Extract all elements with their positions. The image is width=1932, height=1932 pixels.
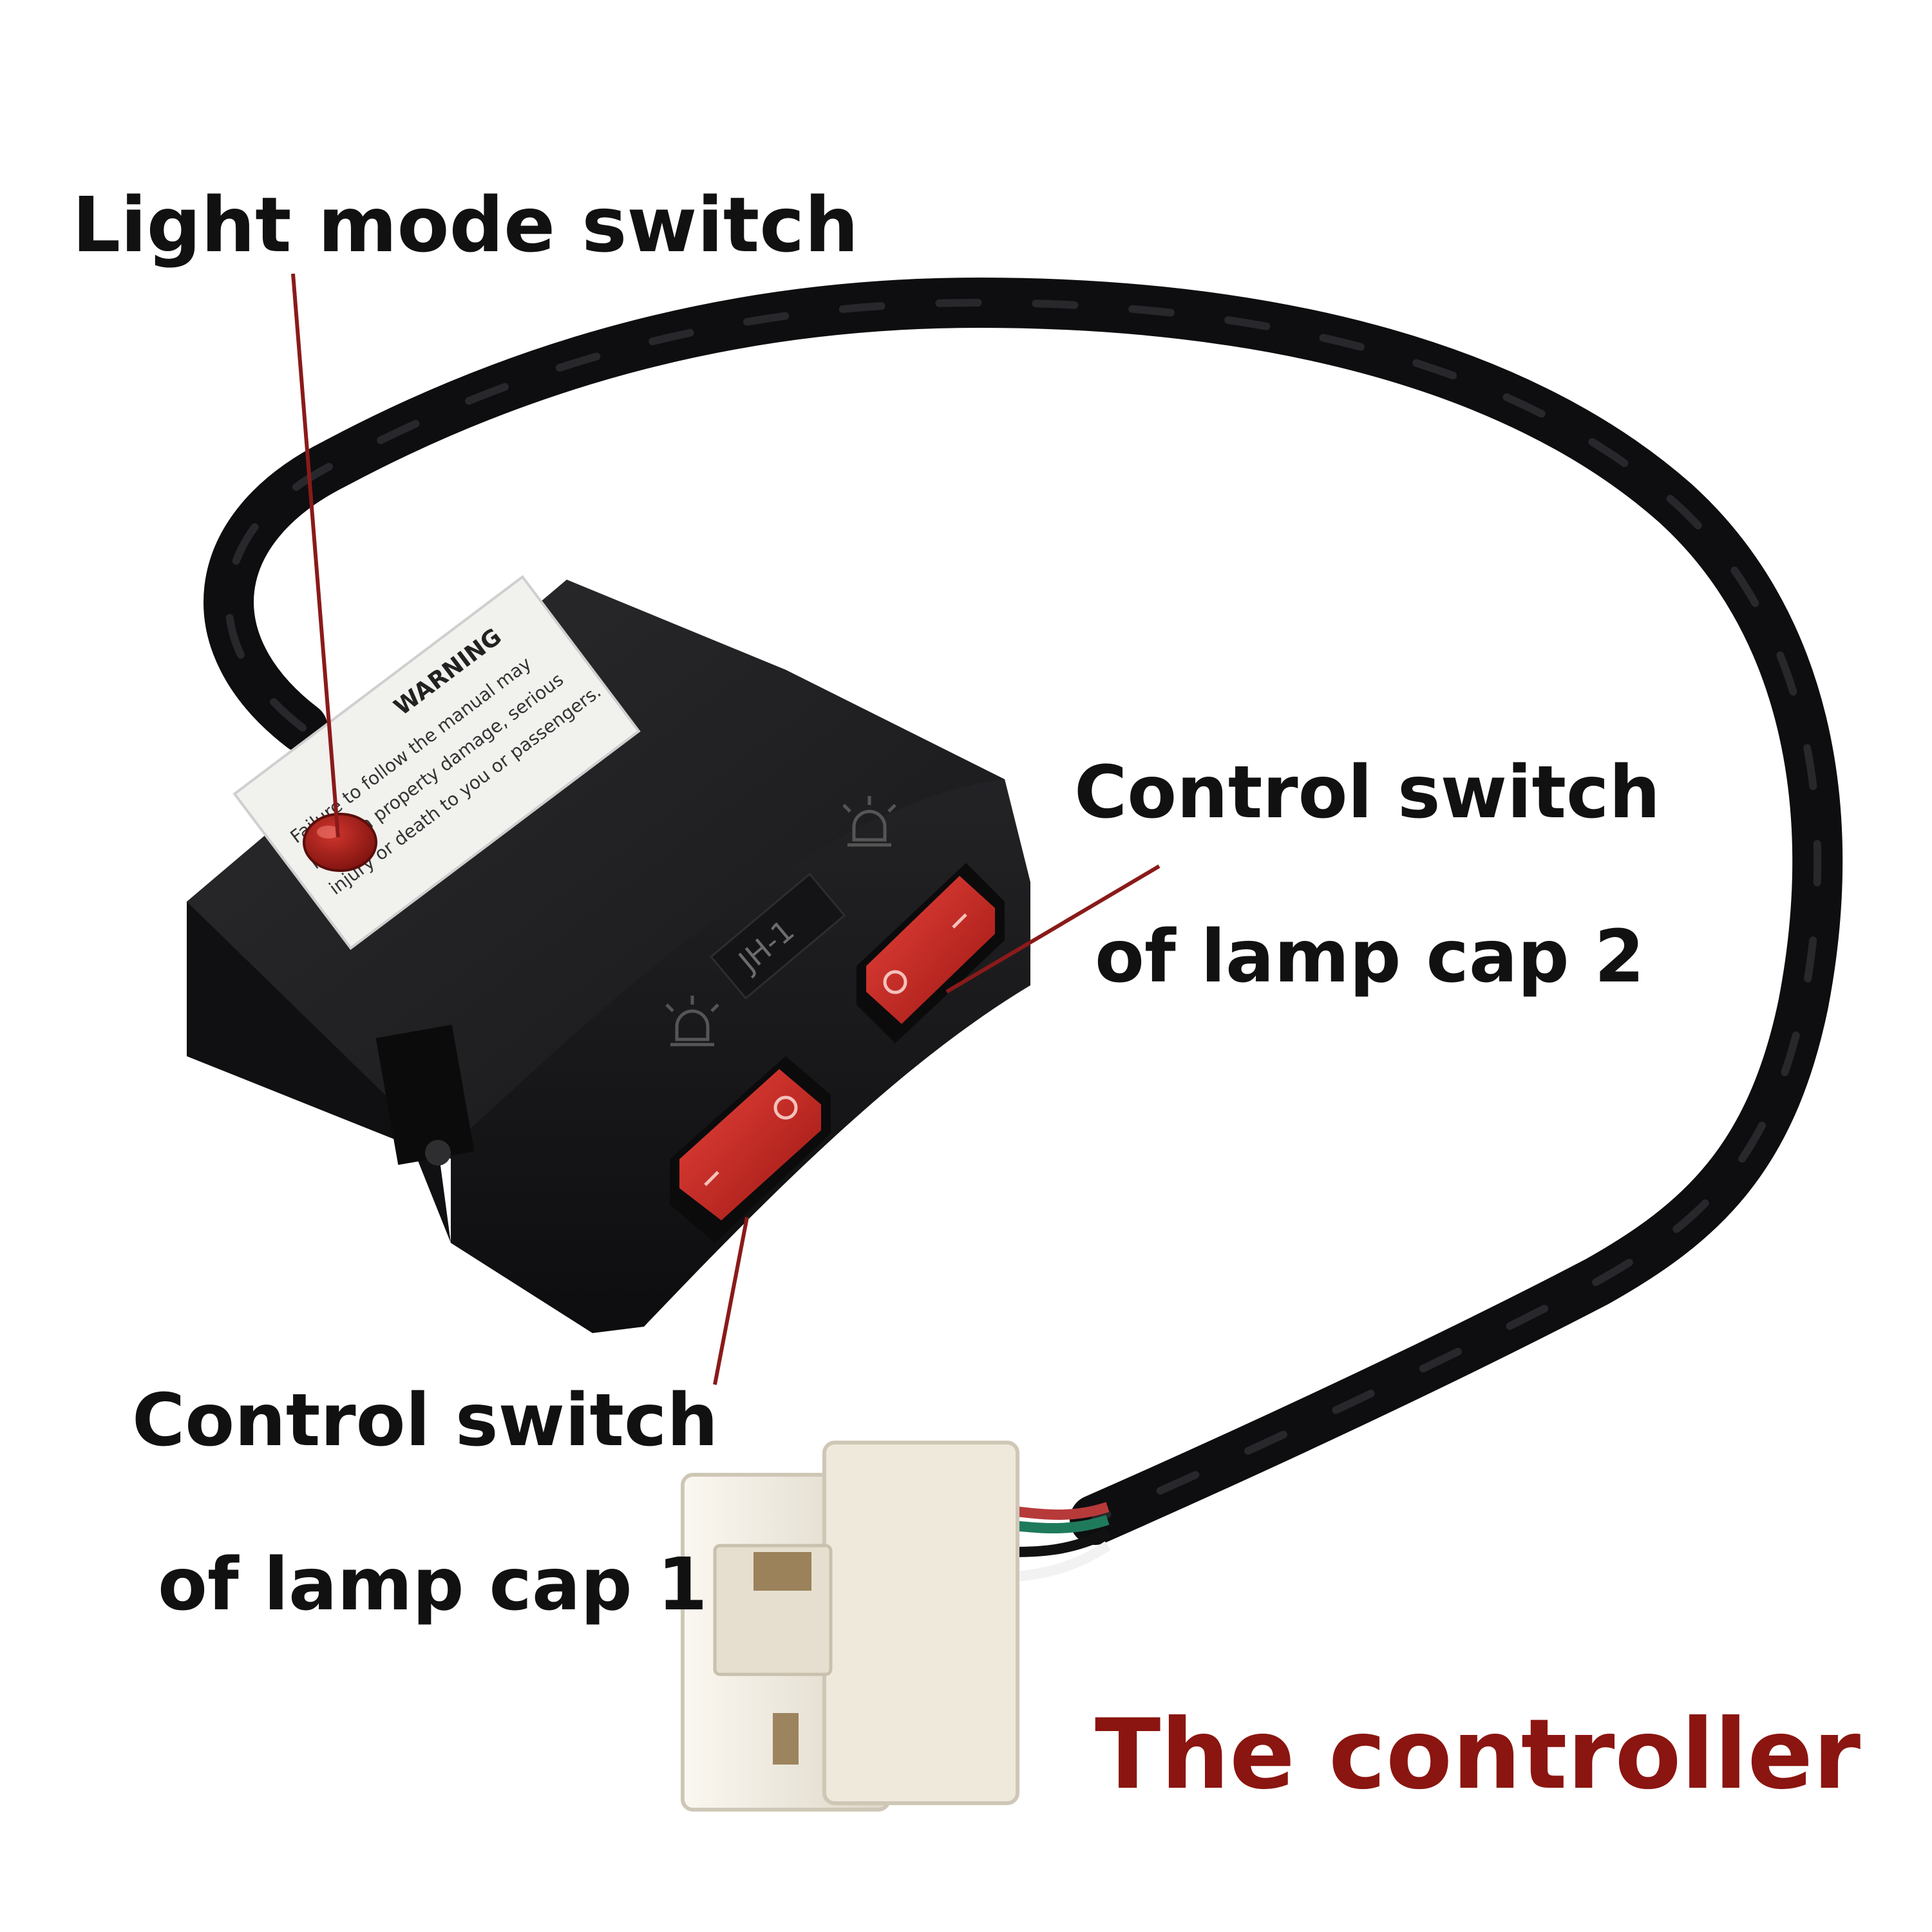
cap2-label-line1: Control switch bbox=[1074, 751, 1661, 835]
connector-plug bbox=[681, 1441, 1019, 1812]
power-on-symbol bbox=[952, 913, 967, 929]
light-mode-switch-label: Light mode switch bbox=[72, 180, 859, 269]
page-title: The controller bbox=[1095, 1699, 1861, 1811]
power-off-symbol bbox=[773, 1095, 798, 1120]
leader-line-mode bbox=[291, 273, 340, 838]
light-mode-button bbox=[303, 813, 377, 872]
cap1-label-line2: of lamp cap 1 bbox=[158, 1543, 708, 1627]
cap1-label-line1: Control switch bbox=[132, 1379, 719, 1463]
rocker-switch-cap-2 bbox=[857, 863, 1005, 1043]
rocker-switch-cap-1 bbox=[670, 1056, 831, 1243]
leader-lines bbox=[291, 273, 1160, 1385]
lamp-icon bbox=[665, 996, 719, 1046]
power-on-symbol bbox=[704, 1171, 719, 1186]
power-off-symbol bbox=[883, 970, 907, 994]
cap2-label-line2: of lamp cap 2 bbox=[1095, 915, 1645, 999]
leader-line-cap2 bbox=[945, 864, 1160, 994]
lamp-icon bbox=[842, 796, 896, 847]
leader-line-cap1 bbox=[713, 1217, 749, 1385]
